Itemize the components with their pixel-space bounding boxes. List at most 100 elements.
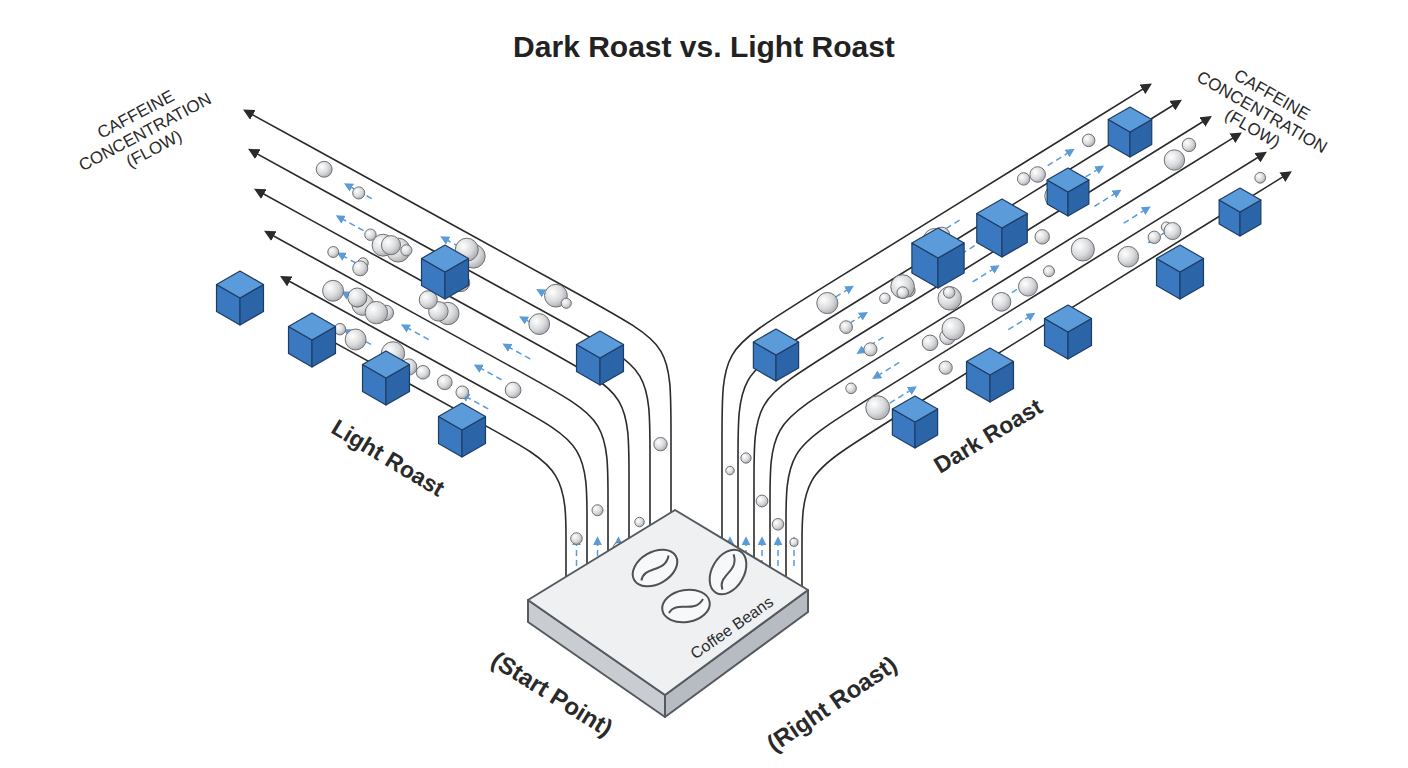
cube-face: [289, 313, 336, 340]
caffeine-particle: [316, 161, 332, 177]
caffeine-particle: [943, 287, 954, 298]
caffeine-particles: [316, 134, 1265, 566]
caffeine-particle: [328, 247, 339, 258]
caffeine-particle: [866, 396, 890, 420]
flow-arrow: [504, 344, 530, 358]
flow-arrow: [973, 266, 998, 282]
caffeine-particle: [1255, 172, 1266, 183]
stream-line: [266, 232, 608, 600]
caffeine-particle: [1148, 231, 1160, 243]
flow-arrow: [346, 184, 372, 198]
band-label: Light Roast: [327, 414, 449, 502]
cube-face: [217, 271, 264, 298]
caffeine-particle: [846, 383, 857, 394]
caffeine-cube: [217, 271, 264, 325]
flow-arrow: [1124, 207, 1149, 223]
caffeine-particle: [529, 314, 550, 335]
start-platform: Coffee Beans(Start Point)(Right Roast): [500, 490, 940, 766]
caffeine-particle: [741, 453, 751, 463]
cube-face: [912, 228, 964, 258]
axis-label: CAFFEINE CONCENTRATION (FLOW): [1176, 45, 1348, 178]
caffeine-particle: [353, 187, 365, 199]
caffeine-particle: [1035, 230, 1049, 244]
caffeine-particle: [938, 287, 961, 310]
caffeine-particle: [456, 386, 469, 399]
caffeine-particle: [1018, 277, 1037, 296]
caffeine-particle: [864, 343, 877, 356]
stream-line: [738, 101, 1180, 600]
caffeine-particle: [635, 517, 645, 527]
flow-arrow: [874, 362, 899, 378]
caffeine-cube: [892, 396, 937, 448]
caffeine-cube: [967, 348, 1014, 402]
stream-line: [802, 172, 1290, 600]
caffeine-particle: [1043, 266, 1054, 277]
cube-face: [967, 348, 1014, 375]
caffeine-particle: [992, 292, 1011, 311]
caffeine-particles: [316, 161, 667, 553]
flow-arrow: [337, 216, 363, 230]
stream-line: [245, 111, 671, 600]
stream-band: [722, 85, 1290, 600]
flow-arrows: [337, 184, 660, 566]
caffeine-particle: [772, 519, 784, 531]
caffeine-particle: [401, 245, 412, 256]
caffeine-particle: [1030, 167, 1046, 183]
caffeine-particle: [880, 293, 891, 304]
caffeine-particle: [348, 289, 366, 307]
caffeine-particle: [726, 466, 734, 474]
caffeine-particle: [1164, 150, 1184, 170]
caffeine-particle: [891, 275, 915, 299]
bean-outline: [626, 542, 684, 594]
caffeine-cube: [1219, 188, 1261, 236]
flow-arrow: [1048, 150, 1073, 166]
caffeine-particle: [1071, 238, 1094, 261]
stream-line: [282, 277, 587, 600]
caffeine-cube: [363, 351, 410, 405]
cube-face: [1108, 107, 1152, 132]
caffeine-particle: [353, 261, 368, 276]
coffee-bean-icon: [626, 542, 684, 594]
edge-label: (Right Roast): [762, 650, 903, 757]
caffeine-particle: [840, 321, 853, 334]
caffeine-particle: [365, 301, 387, 323]
caffeine-particle: [561, 298, 571, 308]
cube-face: [439, 403, 486, 430]
caffeine-particle: [348, 288, 367, 307]
caffeine-particle: [1164, 223, 1181, 240]
flow-arrow: [475, 365, 501, 379]
caffeine-particle: [1082, 134, 1095, 147]
caffeine-cube: [289, 313, 336, 367]
caffeine-particle: [939, 361, 952, 374]
caffeine-particle: [345, 329, 366, 350]
caffeine-particles: [726, 134, 1266, 546]
caffeine-particle: [897, 287, 909, 299]
stream-band: [245, 111, 671, 600]
caffeine-cube: [1045, 305, 1092, 359]
caffeine-particle: [756, 495, 768, 507]
caffeine-particle: [1118, 246, 1139, 267]
caffeine-particle: [1017, 173, 1029, 185]
bean-outline: [660, 586, 713, 626]
coffee-bean-icon: [702, 543, 754, 601]
cube-face: [422, 245, 469, 272]
cube-face: [363, 351, 410, 378]
axis-label: CAFFEINE CONCENTRATION (FLOW): [58, 67, 231, 196]
flow-arrow: [777, 538, 779, 566]
caffeine-particle: [437, 375, 452, 390]
caffeine-cube: [912, 228, 964, 288]
caffeine-particle: [942, 318, 964, 340]
cube-face: [1157, 245, 1204, 272]
cube-face: [977, 199, 1027, 228]
cube-face: [1045, 305, 1092, 332]
caffeine-particle: [654, 437, 667, 450]
flow-arrow: [1008, 314, 1033, 330]
stream-line: [786, 153, 1265, 600]
stream-line: [754, 117, 1210, 600]
bean-crease: [637, 556, 672, 581]
band-label: Dark Roast: [929, 393, 1047, 478]
cube-face: [892, 396, 937, 422]
cube-face: [577, 331, 624, 358]
caffeine-particle: [323, 280, 344, 301]
